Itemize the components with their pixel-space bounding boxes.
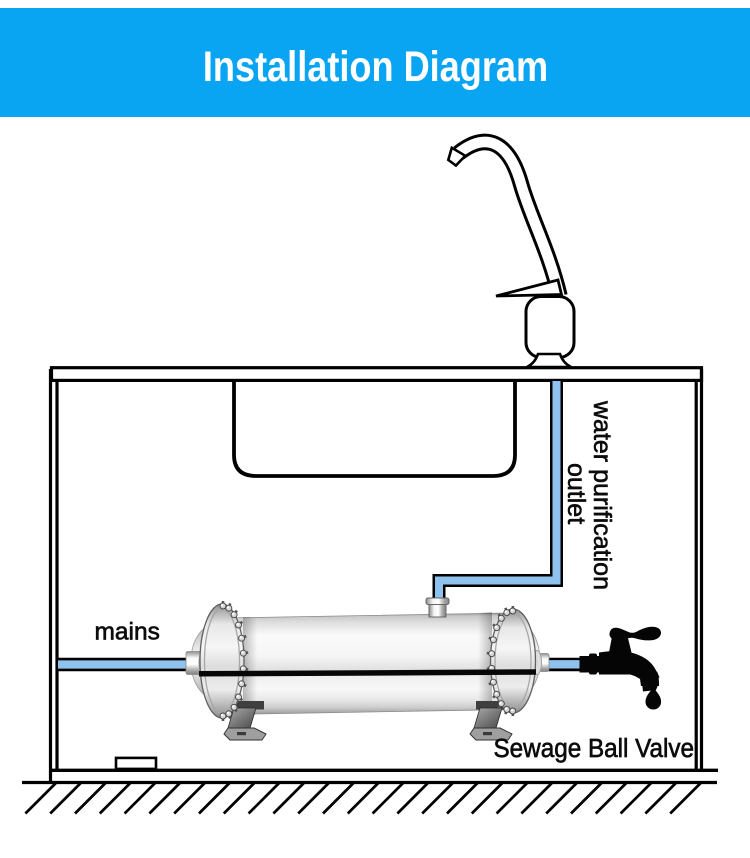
- svg-text:water purification out: water purification outlet: [562, 400, 616, 597]
- svg-text:Sewage Ball Valve: Sewage Ball Valve: [494, 734, 695, 763]
- svg-text:mains: mains: [95, 619, 160, 646]
